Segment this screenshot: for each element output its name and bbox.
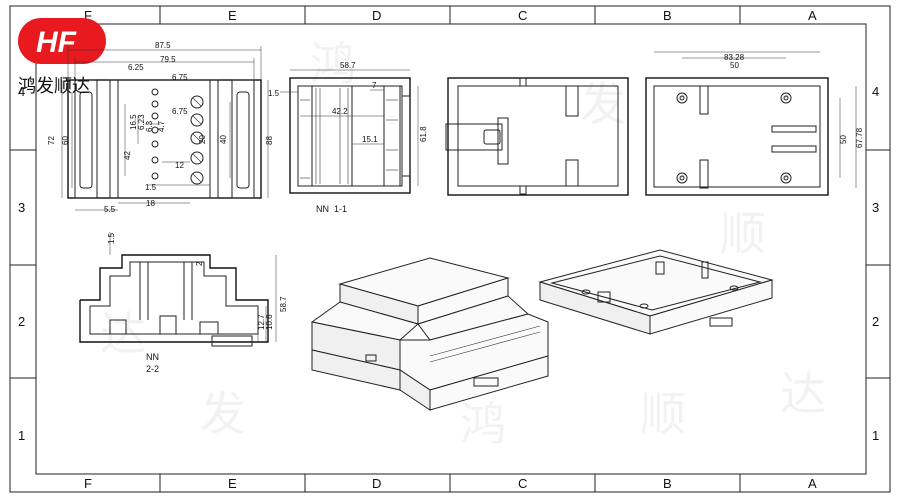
grid-column-bottom-label: A: [808, 476, 817, 491]
dim-20: 20: [198, 135, 207, 144]
grid-column-bottom-label: E: [228, 476, 237, 491]
dim-overall-width: 87.5: [155, 41, 171, 50]
dim-40: 40: [219, 135, 228, 144]
dim-12-7: 12.7: [257, 314, 266, 330]
dim-12: 12: [175, 161, 184, 170]
top-view: 83.28 50 50 67.78: [645, 51, 864, 196]
grid-column-top-label: C: [518, 8, 527, 23]
section-view-2-2: 1.5 2 58.7 10.6 12.7 NN 2-2: [79, 232, 288, 374]
section-label-2: 2-2: [146, 364, 159, 374]
grid-row-right-label: 4: [872, 84, 879, 99]
watermark-char: 达: [780, 368, 826, 420]
grid-row-left-label: 1: [18, 428, 25, 443]
grid-column-top-label: D: [372, 8, 381, 23]
isometric-base: [538, 249, 774, 335]
grid-column-top-label: E: [228, 8, 237, 23]
dim-1-5-sec: 1.5: [268, 89, 280, 98]
watermark-char: 顺: [640, 388, 686, 440]
watermark-char: 顺: [720, 208, 766, 260]
dim-18: 18: [146, 199, 155, 208]
dim-4-7: 4.7: [157, 120, 166, 132]
dim-61-8: 61.8: [419, 126, 428, 142]
grid-column-bottom-label: F: [84, 476, 92, 491]
grid-column-top-label: F: [84, 8, 92, 23]
brand-name: 鸿发顺达: [18, 76, 90, 96]
grid-column-top-label: B: [663, 8, 672, 23]
grid-labels: F E D C B A F E D C B A 4 3 2 1 4 3 2 1: [18, 8, 879, 491]
front-view: 87.5 79.5 6.25 6.75 6.75 72 60 16.5 6.23…: [47, 41, 274, 214]
dim-1-5: 1.5: [145, 183, 157, 192]
dim-2: 2: [195, 261, 204, 266]
dim-83-28: 83.28: [724, 53, 745, 62]
dim-10-6: 10.6: [265, 314, 274, 330]
dim-58-7-sec2: 58.7: [279, 296, 288, 312]
watermark-char: 发: [200, 388, 246, 440]
dim-15-1: 15.1: [362, 135, 378, 144]
drawing-frame: [9, 5, 891, 493]
section-view-1-1: 58.7 1.5 7 42.2 15.1 61.8 NN 1-1: [268, 61, 428, 214]
dim-88: 88: [265, 136, 274, 145]
bottom-view: [445, 77, 629, 196]
dim-58-7: 58.7: [340, 61, 356, 70]
grid-column-top-label: A: [808, 8, 817, 23]
grid-row-left-label: 2: [18, 314, 25, 329]
dim-6-75-mid: 6.75: [172, 107, 188, 116]
dim-6-23: 6.23: [137, 114, 146, 130]
grid-row-right-label: 2: [872, 314, 879, 329]
grid-column-bottom-label: B: [663, 476, 672, 491]
section-label: 1-1: [334, 204, 347, 214]
logo-text: HF: [36, 26, 77, 59]
dim-72: 72: [47, 136, 56, 145]
section-mark-2: NN: [146, 352, 159, 362]
dim-50-h: 50: [839, 135, 848, 144]
grid-column-bottom-label: D: [372, 476, 381, 491]
dim-50-w: 50: [730, 61, 739, 70]
dim-6-75-top: 6.75: [172, 73, 188, 82]
grid-column-bottom-label: C: [518, 476, 527, 491]
dim-6-25: 6.25: [128, 63, 144, 72]
grid-row-right-label: 3: [872, 200, 879, 215]
grid-row-left-label: 4: [18, 84, 25, 99]
dim-42: 42: [123, 151, 132, 160]
dim-inner-width: 79.5: [160, 55, 176, 64]
dim-67-78: 67.78: [855, 127, 864, 148]
grid-row-right-label: 1: [872, 428, 879, 443]
dim-16-5: 16.5: [129, 114, 138, 130]
grid-row-left-label: 3: [18, 200, 25, 215]
isometric-enclosure: [310, 257, 549, 411]
logo-badge: [18, 18, 106, 64]
dim-1-5-2: 1.5: [107, 232, 116, 244]
watermark-char: 鸿: [460, 398, 506, 450]
dim-42-2: 42.2: [332, 107, 348, 116]
section-mark: NN: [316, 204, 329, 214]
dim-60: 60: [61, 136, 70, 145]
dim-7: 7: [372, 81, 377, 90]
dim-5-5: 5.5: [104, 205, 116, 214]
dim-6-3: 6.3: [145, 120, 154, 132]
company-logo: HF 鸿发顺达: [18, 18, 106, 96]
watermark-char: 鸿: [310, 38, 356, 90]
